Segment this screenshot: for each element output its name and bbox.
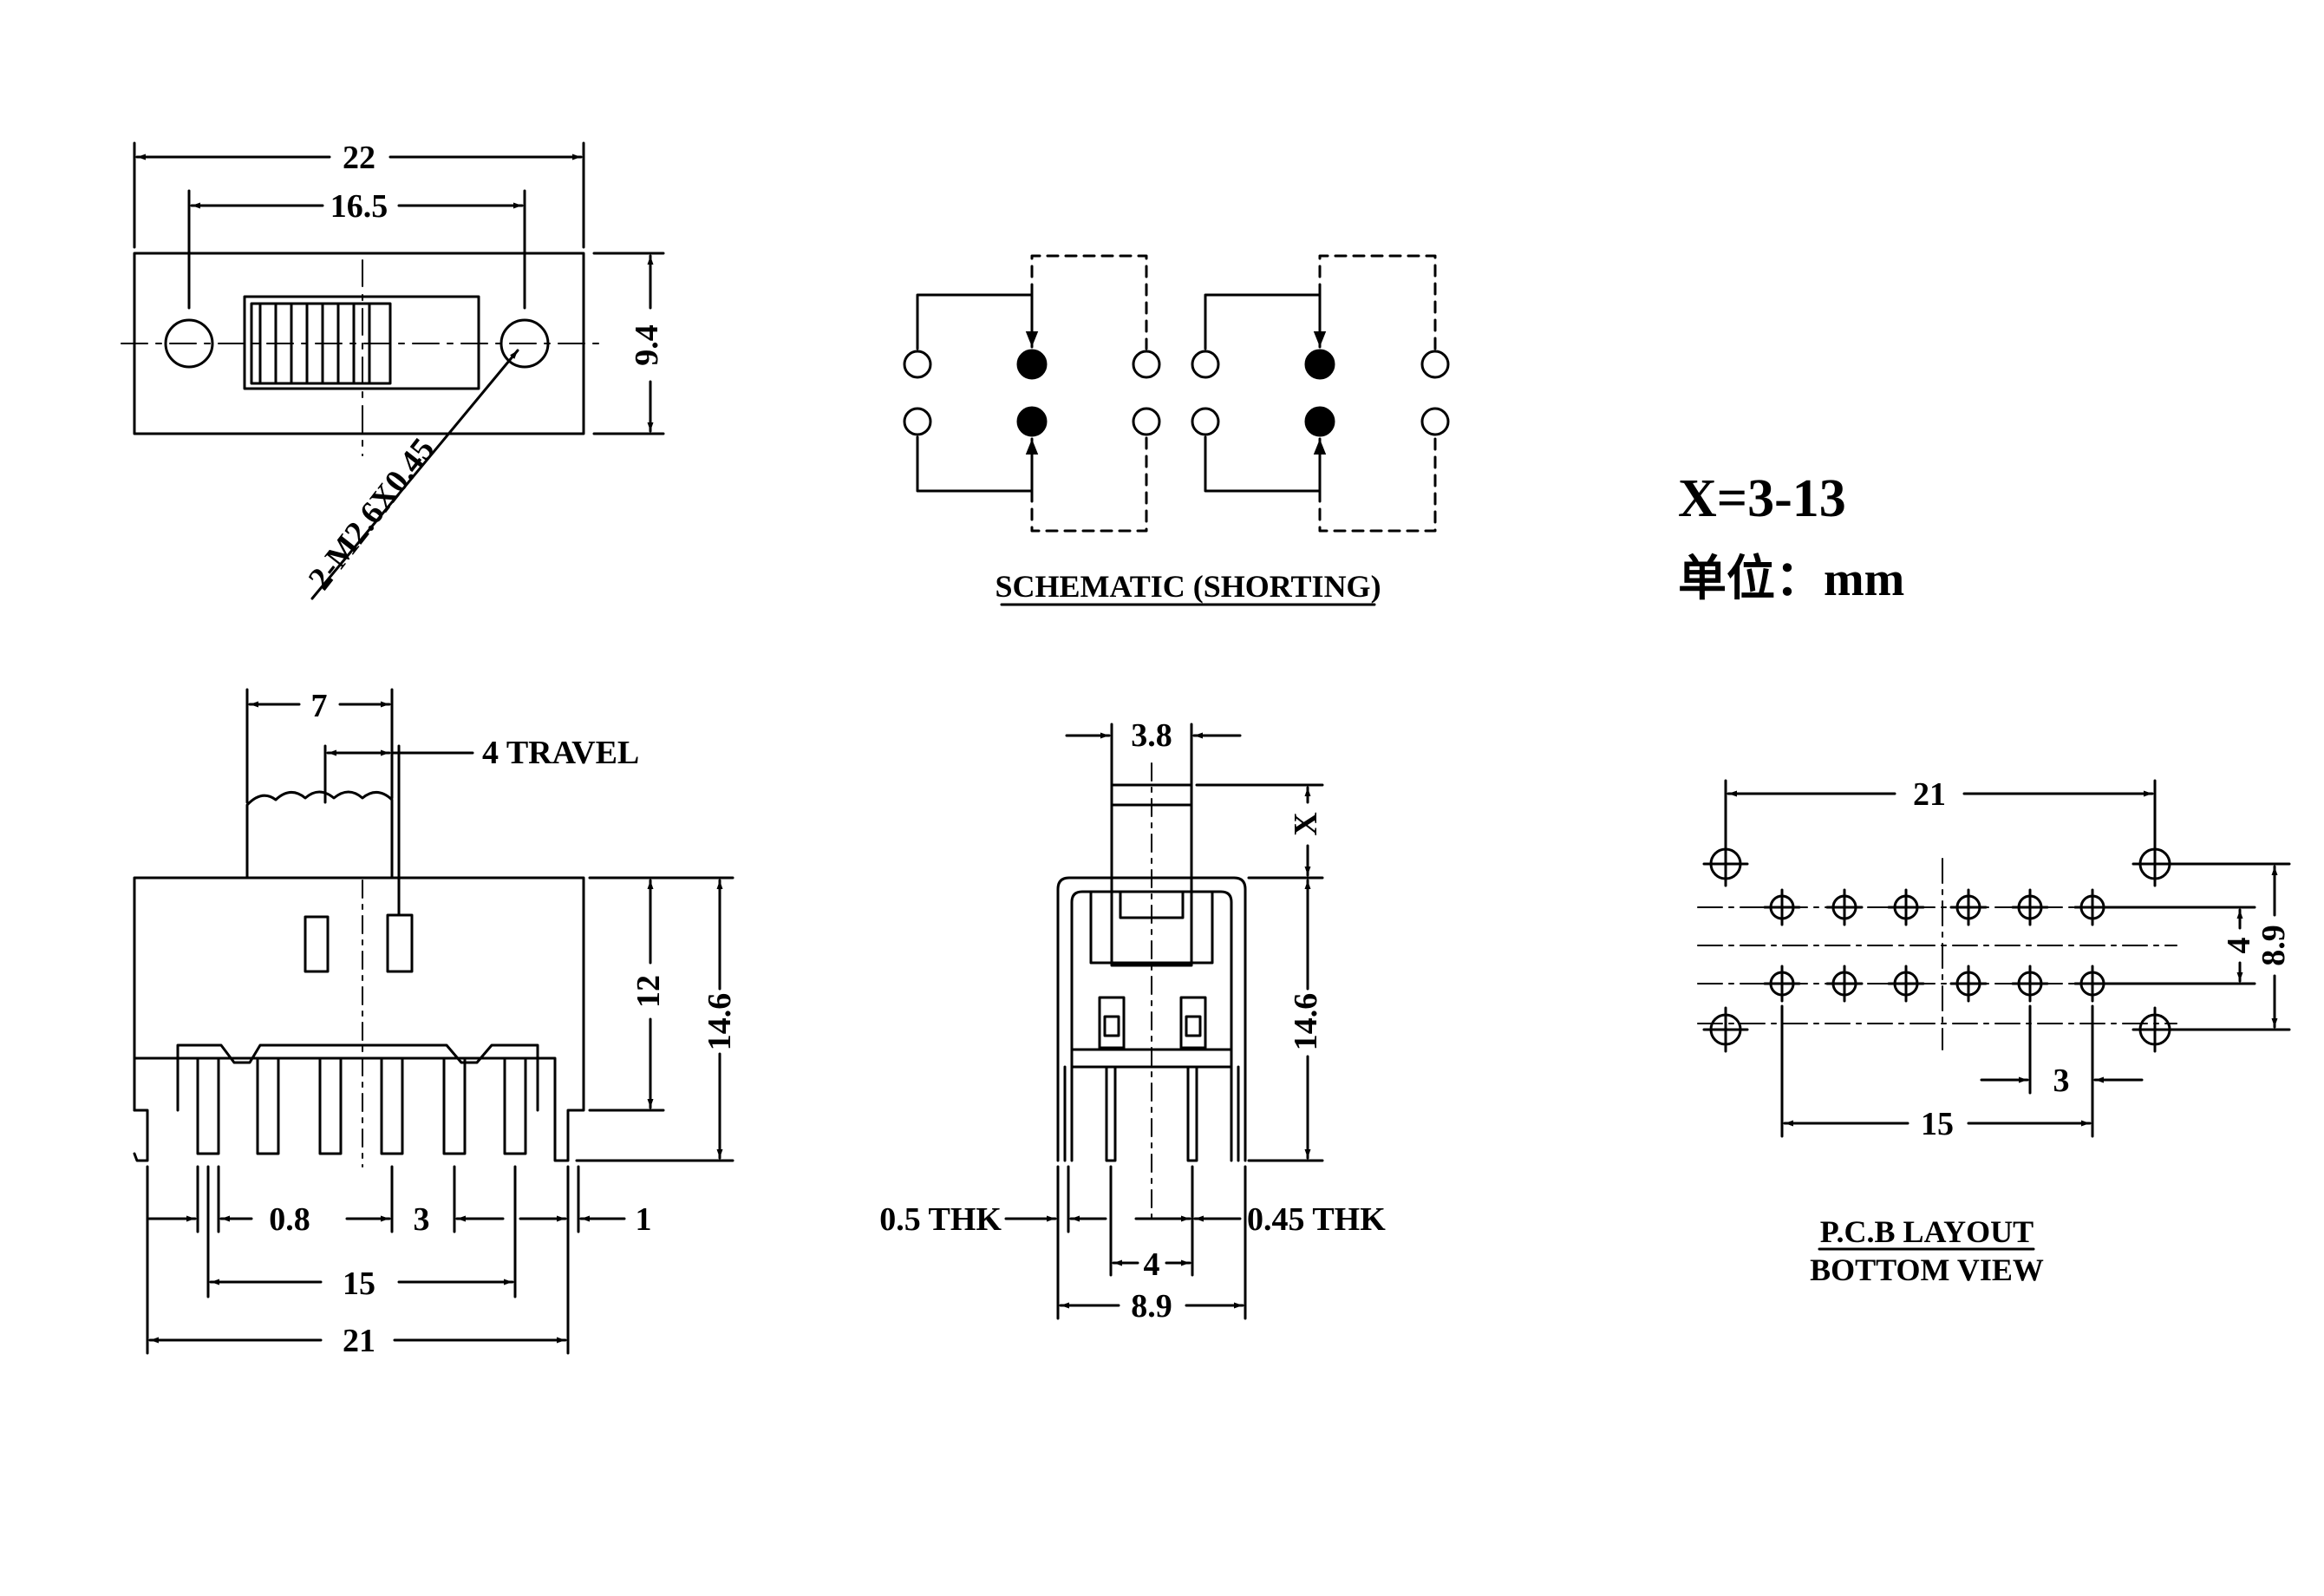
dim-top-height: 9.4 <box>629 324 665 366</box>
dim-right-thickness: 0.45 THK <box>1247 1201 1386 1238</box>
front-view-knob <box>245 790 394 880</box>
schematic-title: SCHEMATIC (SHORTING) <box>995 569 1381 604</box>
dim-top-width: 22 <box>343 140 375 176</box>
dim-actuator-width: 3.8 <box>1131 717 1172 754</box>
top-view-hole-right <box>499 318 550 369</box>
labels: 22 16.5 9.4 2-M2.6X0.45 SCHEMATIC (SHORT… <box>269 140 2292 1359</box>
pcb-title-line2: BOTTOM VIEW <box>1810 1253 2044 1287</box>
dim-pcb-mount-span: 21 <box>1913 776 1946 813</box>
top-view-hole-left <box>164 318 214 369</box>
front-view-body <box>133 876 585 1162</box>
screw-callout: 2-M2.6X0.45 <box>302 431 442 597</box>
dim-side-height: 14.6 <box>1288 993 1324 1051</box>
dim-top-hole-spacing: 16.5 <box>330 188 388 225</box>
pcb-pin-holes <box>1763 888 2112 1003</box>
dim-pcb-row-spacing: 4 <box>2221 938 2257 954</box>
pcb-layout <box>1697 779 2291 1251</box>
side-view-contacts <box>1098 996 1207 1050</box>
dim-actuator-height: X <box>1288 812 1324 835</box>
dim-pcb-pin-span: 15 <box>1921 1106 1954 1142</box>
dim-side-width: 8.9 <box>1131 1288 1172 1325</box>
schematic-group-right <box>1191 254 1450 533</box>
schematic <box>903 254 1450 606</box>
pcb-title-line1: P.C.B LAYOUT <box>1820 1214 2034 1249</box>
front-view-terminals <box>196 1058 527 1155</box>
schematic-group-left <box>903 254 1161 533</box>
dim-body-height: 12 <box>630 975 667 1008</box>
top-view <box>121 141 665 600</box>
unit-note: 单位：mm <box>1678 553 1905 606</box>
dim-knob-width: 7 <box>311 688 328 724</box>
dim-left-thickness: 0.5 THK <box>879 1201 1002 1238</box>
dim-pcb-mount-rows: 8.9 <box>2255 925 2292 966</box>
dim-tab: 1 <box>636 1201 652 1238</box>
x-range-note: X=3-13 <box>1678 469 1846 528</box>
dim-pin-span: 15 <box>343 1266 375 1302</box>
dim-front-overall: 21 <box>343 1323 375 1359</box>
dim-pin-width: 0.8 <box>269 1201 310 1238</box>
dim-side-row-spacing: 4 <box>1144 1246 1160 1283</box>
dim-pcb-pitch: 3 <box>2053 1063 2070 1099</box>
dim-pin-pitch: 3 <box>414 1201 430 1238</box>
dim-front-total-height: 14.6 <box>702 993 738 1051</box>
dim-travel: 4 TRAVEL <box>482 735 639 771</box>
side-view <box>1004 723 1324 1320</box>
pcb-mount-holes <box>1702 841 2178 1053</box>
front-view <box>133 688 734 1355</box>
